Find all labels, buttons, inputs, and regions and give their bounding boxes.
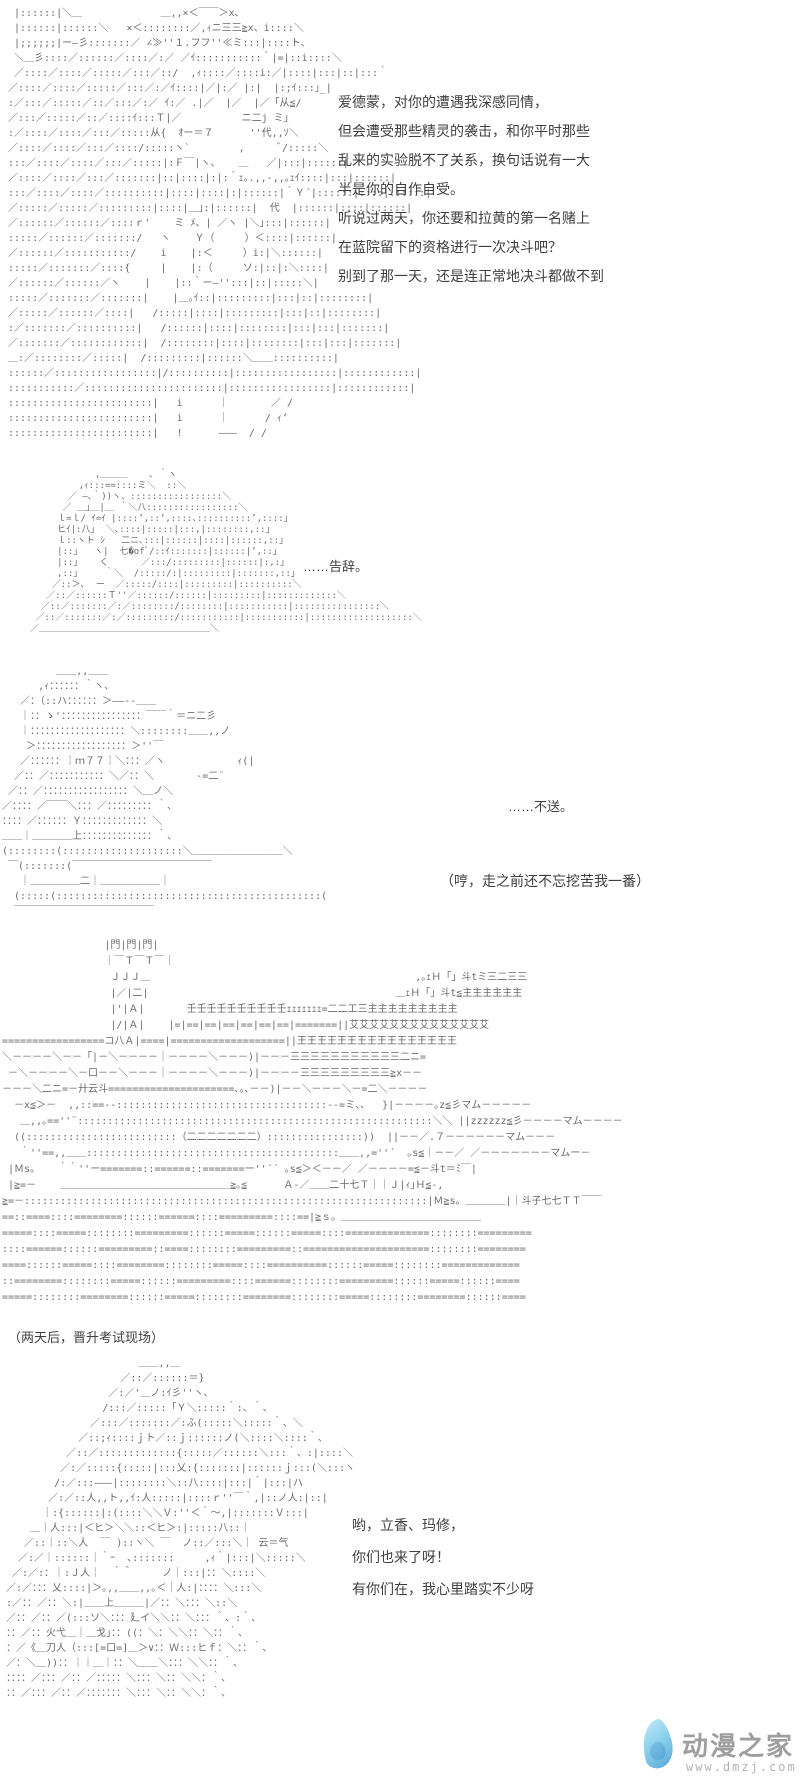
dialogue-greeting: 哟，立香、玛修， 你们也来了呀！ 有你们在，我心里踏实不少呀 (352, 1509, 534, 1605)
ascii-art-arena-scene: |門|門|門| ｜￣Ｔ￣Ｔ￣｜ ＪＪＪ＿ ,｡ｪＨ「」斗tミ三二三三 |／|二|… (2, 940, 623, 1303)
dialogue-line: 在蓝院留下的资格进行一次决斗吧？ (338, 239, 562, 255)
dialogue-line: 你们也来了呀！ (352, 1549, 450, 1565)
dialogue-line: ……不送。 (508, 799, 574, 814)
dialogue-reply: ……不送。 (508, 796, 573, 815)
site-watermark: 动漫之家 www.dmzj.com (630, 1712, 800, 1782)
dialogue-aside: （哼，走之前还不忘挖苦我一番） (440, 871, 650, 891)
scene-caption: （两天后，晋升考试现场） (8, 1327, 164, 1346)
dialogue-line: ……告辞。 (303, 559, 369, 574)
dialogue-line: 爱德蒙，对你的遭遇我深感同情， (338, 94, 548, 110)
caption-line: （两天后，晋升考试现场） (8, 1330, 165, 1345)
dialogue-line: 但会遭受那些精灵的袭击，和你平时那些 (338, 123, 590, 139)
dialogue-farewell: ……告辞。 (303, 556, 368, 575)
dialogue-line: （哼，走之前还不忘挖苦我一番） (440, 873, 650, 889)
dialogue-lecture: 爱德蒙，对你的遭遇我深感同情， 但会遭受那些精灵的袭击，和你平时那些 乱来的实验… (338, 88, 604, 291)
ascii-art-lecture-character: |::::::|＼＿ ＿,,×＜￣￣＞x、 |::::::|::::::＼ ×＜… (8, 8, 432, 439)
dialogue-line: 有你们在，我心里踏实不少呀 (352, 1581, 534, 1597)
ascii-art-greeting-character: ＿＿,,＿ ／::／::::::＝} ／:／'＿ノ:ｲ彡''ヽ、 /:::／::… (6, 1358, 355, 1699)
dialogue-line: 别到了那一天，还是连正常地决斗都做不到 (338, 268, 604, 284)
dialogue-line: 听说过两天，你还要和拉黄的第一名赌上 (338, 210, 590, 226)
dialogue-line: 乱来的实验脱不了关系，换句话说有一大 (338, 152, 590, 168)
ascii-art-lying-character: ＿＿,,＿＿ ,ｨ：：：：：：｀ヽ、 ／：（::ハ：：：：：：＞――--＿＿ ｜… (2, 666, 328, 917)
site-name: 动漫之家 (682, 1731, 795, 1761)
dialogue-line: 哟，立香、玛修， (352, 1517, 464, 1533)
site-url: www.dmzj.com (686, 1760, 797, 1774)
water-drop-icon (636, 1717, 678, 1771)
dialogue-line: 半是你的自作自受。 (338, 181, 464, 197)
ascii-art-farewell-character: ,＿＿＿ ､ ｀ヽ ,ｨ:::==::::ミ＼ ::＼ ／ ―､｀))ヽ、:::… (30, 470, 422, 634)
